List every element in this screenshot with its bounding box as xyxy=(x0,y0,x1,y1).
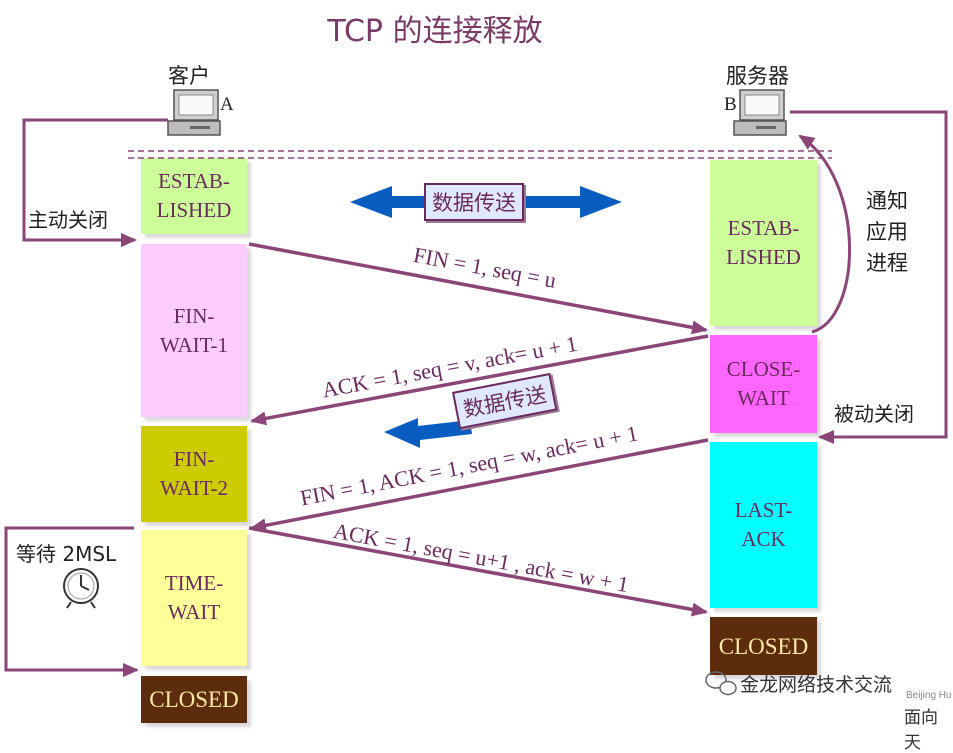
active-close-label: 主动关闭 xyxy=(28,208,108,232)
computer-icon xyxy=(733,89,787,136)
wechat-icon xyxy=(705,671,737,696)
client-label: 客户 xyxy=(168,64,210,88)
server-state-last-ack: LAST- ACK xyxy=(710,442,817,608)
client-state-closed-label: CLOSED xyxy=(149,687,239,712)
server-label: 服务器 xyxy=(726,64,789,88)
client-state-established-label: ESTAB- LISHED xyxy=(156,169,232,222)
wait-2msl-label: 等待 2MSL xyxy=(16,542,117,566)
client-state-established: ESTAB- LISHED xyxy=(141,158,247,234)
client-state-fin-wait-2: FIN- WAIT-2 xyxy=(141,426,247,522)
clock-icon xyxy=(63,568,99,609)
left-arrow-icon xyxy=(384,418,472,448)
client-state-fin-wait-1-label: FIN- WAIT-1 xyxy=(159,303,229,357)
client-state-closed: CLOSED xyxy=(141,676,247,723)
server-state-established: ESTAB- LISHED xyxy=(710,160,817,326)
client-state-fin-wait-1: FIN- WAIT-1 xyxy=(141,244,247,417)
computer-icon xyxy=(167,89,221,136)
client-state-time-wait-label: TIME- WAIT xyxy=(164,571,224,624)
passive-close-label: 被动关闭 xyxy=(834,402,914,426)
server-state-close-wait: CLOSE- WAIT xyxy=(710,335,817,433)
corner-big-text: 面向天 xyxy=(904,708,938,753)
corner-small-text: Beijing Hu xyxy=(906,690,952,701)
server-state-closed-label: CLOSED xyxy=(718,633,809,659)
server-letter: B xyxy=(724,94,737,115)
client-state-time-wait: TIME- WAIT xyxy=(141,530,247,666)
watermark-text: 金龙网络技术交流 xyxy=(740,674,893,696)
page-title: TCP 的连接释放 xyxy=(327,14,543,49)
client-letter: A xyxy=(220,94,234,115)
server-state-established-label: ESTAB- LISHED xyxy=(726,216,801,269)
client-state-fin-wait-2-label: FIN- WAIT-2 xyxy=(159,447,229,500)
notify-app-label: 通知 应用 进程 xyxy=(866,189,908,275)
server-state-close-wait-label: CLOSE- WAIT xyxy=(726,357,801,410)
server-state-last-ack-label: LAST- ACK xyxy=(734,498,793,551)
server-state-closed: CLOSED xyxy=(710,617,817,675)
data-transfer-label-top: 数据传送 xyxy=(424,183,524,221)
